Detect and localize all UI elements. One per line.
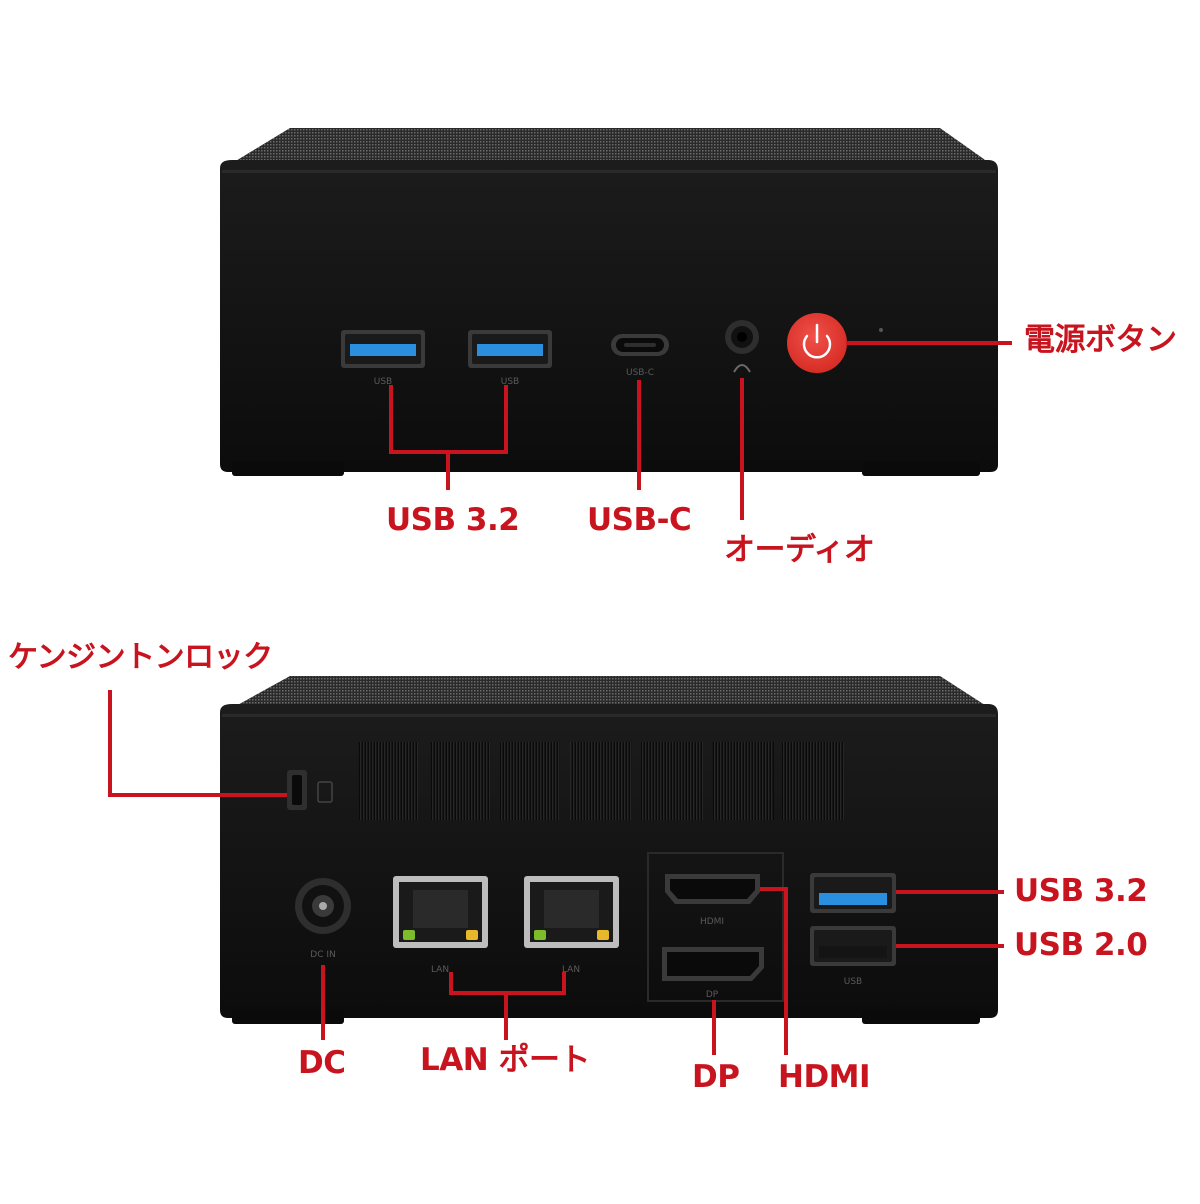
lan2-silkscreen: LAN (562, 965, 580, 975)
hdmi-silkscreen: HDMI (700, 917, 724, 927)
front-usb2-silkscreen: USB (501, 377, 519, 387)
rear-device (220, 676, 998, 1024)
rear-top-mesh (234, 676, 988, 707)
label-lan-port: LAN ポート (420, 1042, 590, 1078)
label-kensington-lock: ケンジントンロック (8, 640, 273, 675)
front-usbc-silkscreen: USB-C (626, 368, 654, 378)
front-body (220, 160, 998, 472)
label-dp: DP (692, 1059, 740, 1095)
label-rear-usb32: USB 3.2 (1014, 873, 1148, 909)
label-dc: DC (298, 1045, 346, 1081)
front-status-led (879, 328, 883, 332)
lan-port-2 (524, 876, 619, 948)
kensington-slot (287, 770, 333, 810)
dp-silkscreen: DP (706, 990, 719, 1000)
label-rear-usb20: USB 2.0 (1014, 927, 1148, 963)
front-foot-right (862, 462, 980, 476)
front-device (220, 128, 998, 476)
front-power-button (787, 313, 847, 373)
front-usb1-silkscreen: USB (374, 377, 392, 387)
hdmi-port (665, 874, 760, 904)
label-front-usb32: USB 3.2 (386, 502, 520, 538)
label-audio: オーディオ (724, 532, 875, 568)
front-usb-port-2 (468, 330, 552, 368)
front-foot-left (232, 462, 344, 476)
lan1-silkscreen: LAN (431, 965, 449, 975)
label-usbc: USB-C (587, 502, 692, 538)
rear-usb32-port (810, 873, 896, 913)
rear-vents (358, 742, 844, 820)
front-usb-port-1 (341, 330, 425, 368)
lan-port-1 (393, 876, 488, 948)
rear-callout-lines (108, 690, 1004, 1055)
displayport-port (662, 947, 764, 981)
kensington-leader (108, 690, 287, 797)
label-power-button: 電源ボタン (1024, 322, 1177, 358)
front-audio-jack (725, 320, 759, 373)
rear-usb20-port (810, 926, 896, 966)
dc-in-silkscreen: DC IN (310, 950, 335, 960)
dc-in-jack (295, 878, 351, 934)
label-hdmi: HDMI (778, 1059, 871, 1095)
front-callout-lines (389, 341, 1012, 520)
front-top-mesh (234, 128, 988, 162)
hdmi-leader (760, 887, 788, 1055)
front-usbc-port (611, 334, 669, 356)
rear-usb-silkscreen: USB (844, 977, 862, 987)
